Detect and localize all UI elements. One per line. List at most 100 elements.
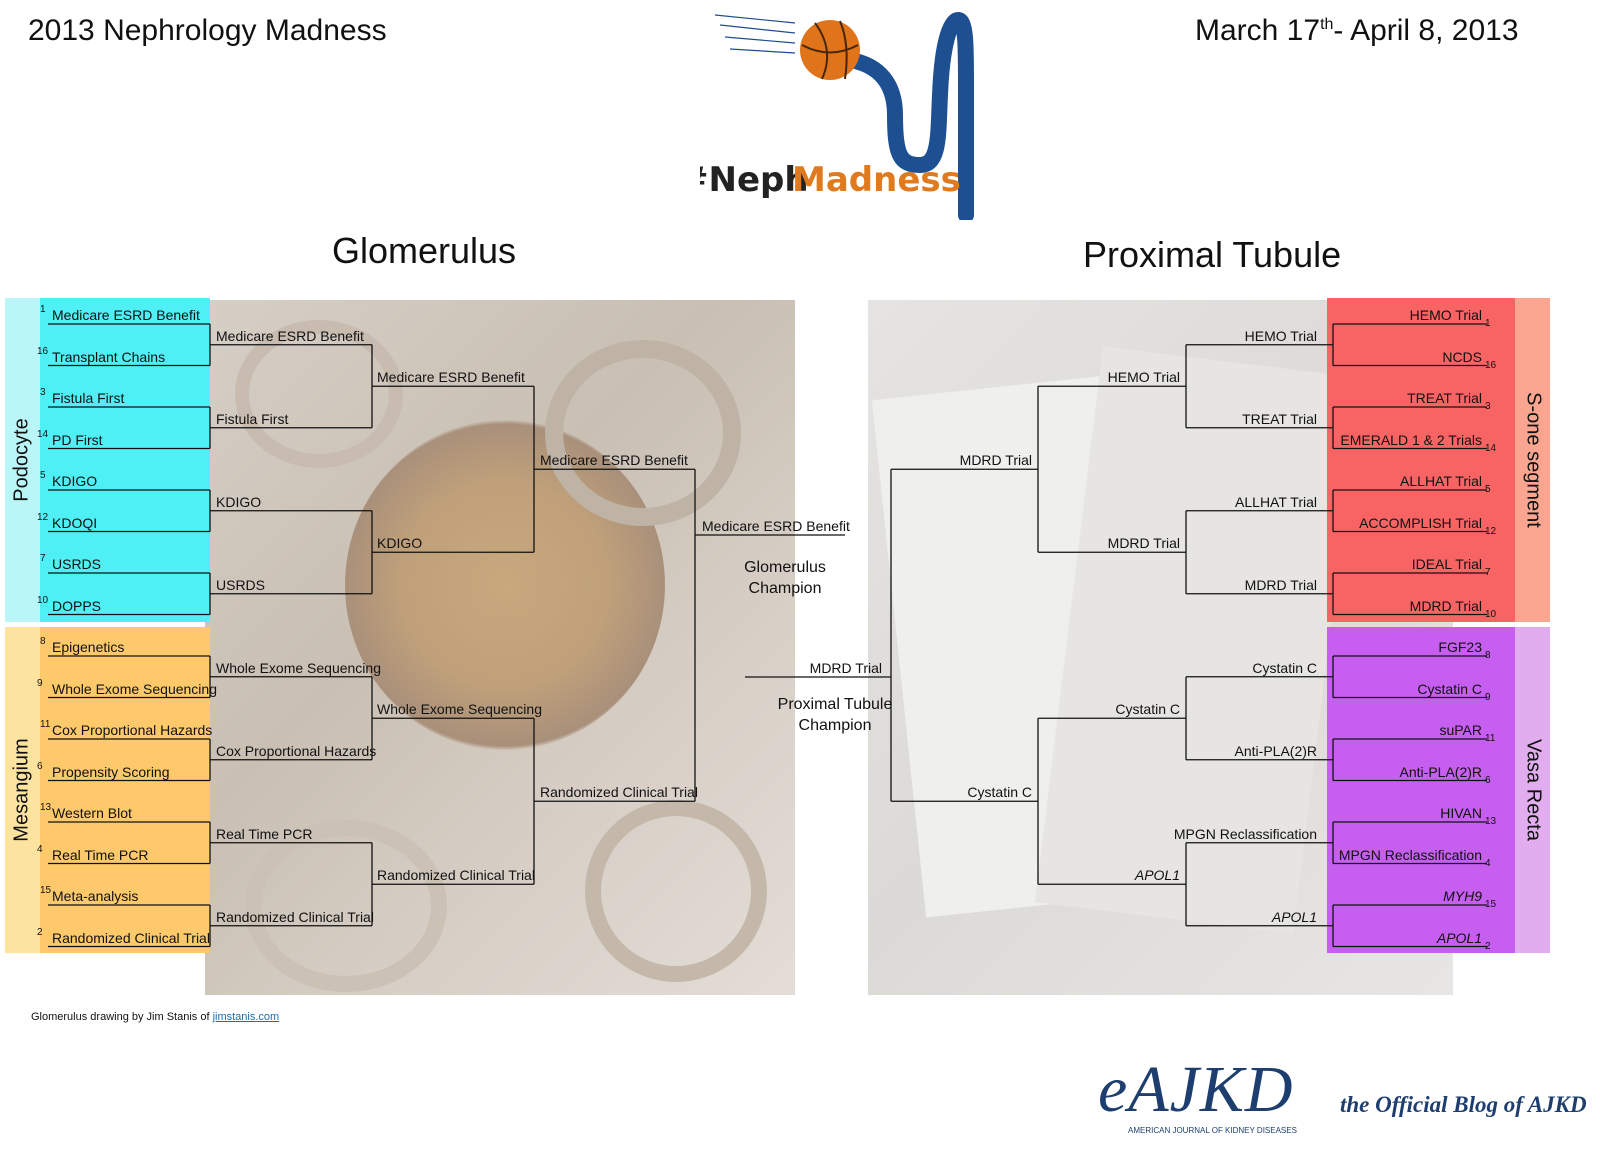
- glomerulus-artwork: [205, 300, 795, 995]
- right-r1-seed: 6: [1485, 774, 1491, 786]
- left-r1-seed: 16: [37, 345, 49, 357]
- right-r1-team: EMERALD 1 & 2 Trials: [1340, 431, 1482, 448]
- right-r1-seed: 16: [1485, 359, 1497, 371]
- left-r4-team: Randomized Clinical Trial: [540, 784, 698, 801]
- left-r1-team: Western Blot: [52, 805, 132, 821]
- right-r1-team: MYH9: [1443, 888, 1482, 904]
- s-one-tab: [1515, 298, 1550, 622]
- s-one-group: [1327, 298, 1515, 622]
- right-r1-team: NCDS: [1442, 348, 1482, 365]
- left-r1-seed: 11: [40, 719, 51, 730]
- left-r2-team: USRDS: [216, 576, 266, 593]
- right-r1-team: FGF23: [1438, 639, 1482, 655]
- right-r1-seed: 1: [1485, 318, 1491, 329]
- logo-hash: #Neph: [700, 160, 809, 200]
- vasa-group: [1327, 627, 1515, 953]
- right-r1-seed: 13: [1485, 816, 1497, 827]
- left-r2-team: Fistula First: [216, 410, 289, 427]
- left-r1-team: KDOQI: [52, 514, 98, 531]
- right-r2-team: ALLHAT Trial: [1235, 493, 1317, 510]
- eajkd-subtitle: AMERICAN JOURNAL OF KIDNEY DISEASES: [1128, 1126, 1297, 1135]
- right-r2-team: HEMO Trial: [1244, 327, 1317, 344]
- left-r3-team: Randomized Clinical Trial: [377, 867, 535, 884]
- right-r1-team: Cystatin C: [1417, 680, 1482, 697]
- left-r1-team: Real Time PCR: [52, 846, 149, 863]
- left-r1-seed: 8: [40, 636, 46, 647]
- left-r1-team: KDIGO: [52, 473, 98, 489]
- podocyte-tab: [5, 298, 40, 622]
- right-r1-team: HIVAN: [1440, 805, 1482, 821]
- right-r2-team: Cystatin C: [1252, 659, 1317, 676]
- left-r3-team: Medicare ESRD Benefit: [377, 369, 525, 386]
- left-r1-seed: 5: [40, 470, 46, 481]
- right-r2-team: MDRD Trial: [1244, 576, 1317, 593]
- left-r2-team: Medicare ESRD Benefit: [216, 327, 364, 344]
- left-r1-seed: 6: [37, 760, 43, 772]
- left-r1-seed: 4: [37, 843, 43, 855]
- right-r1-team: MPGN Reclassification: [1338, 846, 1482, 863]
- mesangium-tab: [5, 627, 40, 953]
- right-r1-team: Anti-PLA(2)R: [1399, 763, 1482, 780]
- left-r1-seed: 10: [37, 594, 49, 606]
- right-r1-team: ACCOMPLISH Trial: [1359, 514, 1482, 531]
- left-r1-team: Medicare ESRD Benefit: [52, 307, 200, 323]
- left-r2-team: Randomized Clinical Trial: [216, 908, 374, 925]
- left-r4-team: Medicare ESRD Benefit: [540, 452, 688, 469]
- right-r3-team: Cystatin C: [1115, 701, 1180, 718]
- left-r1-team: Fistula First: [52, 390, 125, 406]
- left-r1-seed: 12: [37, 511, 49, 523]
- left-r1-seed: 14: [37, 428, 49, 440]
- right-r2-team: MPGN Reclassification: [1173, 825, 1317, 842]
- right-r1-team: ALLHAT Trial: [1400, 473, 1482, 489]
- right-r3-team: HEMO Trial: [1107, 369, 1180, 386]
- right-r3-team: APOL1: [1134, 867, 1180, 884]
- right-r1-team: HEMO Trial: [1409, 307, 1482, 323]
- left-r1-seed: 3: [40, 387, 46, 398]
- right-r1-team: TREAT Trial: [1407, 390, 1482, 406]
- kidney-basketball-icon: #Neph Madness: [680, 11, 974, 223]
- right-r3-team: MDRD Trial: [1107, 535, 1180, 552]
- left-r1-team: PD First: [52, 431, 103, 448]
- left-r1-seed: 13: [40, 802, 52, 813]
- right-r1-seed: 12: [1485, 525, 1497, 537]
- left-r1-team: Transplant Chains: [52, 348, 166, 365]
- date-range: March 17th- April 8, 2013: [1195, 14, 1519, 47]
- left-r1-seed: 1: [40, 304, 46, 315]
- left-r1-team: DOPPS: [52, 597, 102, 614]
- right-r1-seed: 10: [1485, 608, 1497, 620]
- left-r1-team: Whole Exome Sequencing: [52, 680, 217, 697]
- left-r1-seed: 2: [37, 926, 43, 938]
- drawing-credit: Glomerulus drawing by Jim Stanis of jims…: [31, 1011, 280, 1023]
- right-champion-team: MDRD Trial: [809, 660, 882, 676]
- right-r1-seed: 9: [1485, 691, 1491, 703]
- left-r1-team: Meta-analysis: [52, 888, 139, 904]
- credit-link[interactable]: jimstanis.com: [212, 1011, 280, 1023]
- right-r1-seed: 15: [1485, 899, 1497, 910]
- right-r1-seed: 3: [1485, 401, 1491, 412]
- left-r1-seed: 15: [40, 885, 52, 896]
- left-r2-team: Cox Proportional Hazards: [216, 742, 377, 759]
- right-r2-team: APOL1: [1271, 908, 1317, 925]
- left-r1-seed: 7: [40, 553, 46, 564]
- right-r1-seed: 14: [1485, 442, 1497, 454]
- right-r1-team: IDEAL Trial: [1411, 556, 1482, 572]
- right-r1-seed: 2: [1485, 940, 1491, 952]
- vasa-tab: [1515, 627, 1550, 953]
- right-r1-seed: 8: [1485, 650, 1491, 661]
- left-champion-team: Medicare ESRD Benefit: [702, 518, 850, 534]
- left-r1-team: USRDS: [52, 556, 102, 572]
- region-title-right: Proximal Tubule: [1083, 234, 1342, 275]
- left-r2-team: Whole Exome Sequencing: [216, 659, 381, 676]
- mesangium-group: [40, 627, 210, 953]
- nephmadness-logo: #Neph Madness: [680, 5, 990, 223]
- event-title: 2013 Nephrology Madness: [28, 14, 387, 47]
- eajkd-logo: eAJKD: [1098, 1053, 1294, 1126]
- podocyte-group: [40, 298, 210, 622]
- right-r1-seed: 4: [1485, 857, 1491, 869]
- right-r1-team: suPAR: [1439, 722, 1482, 738]
- right-r1-seed: 7: [1485, 567, 1491, 578]
- left-r3-team: Whole Exome Sequencing: [377, 701, 542, 718]
- right-r1-team: APOL1: [1436, 929, 1482, 946]
